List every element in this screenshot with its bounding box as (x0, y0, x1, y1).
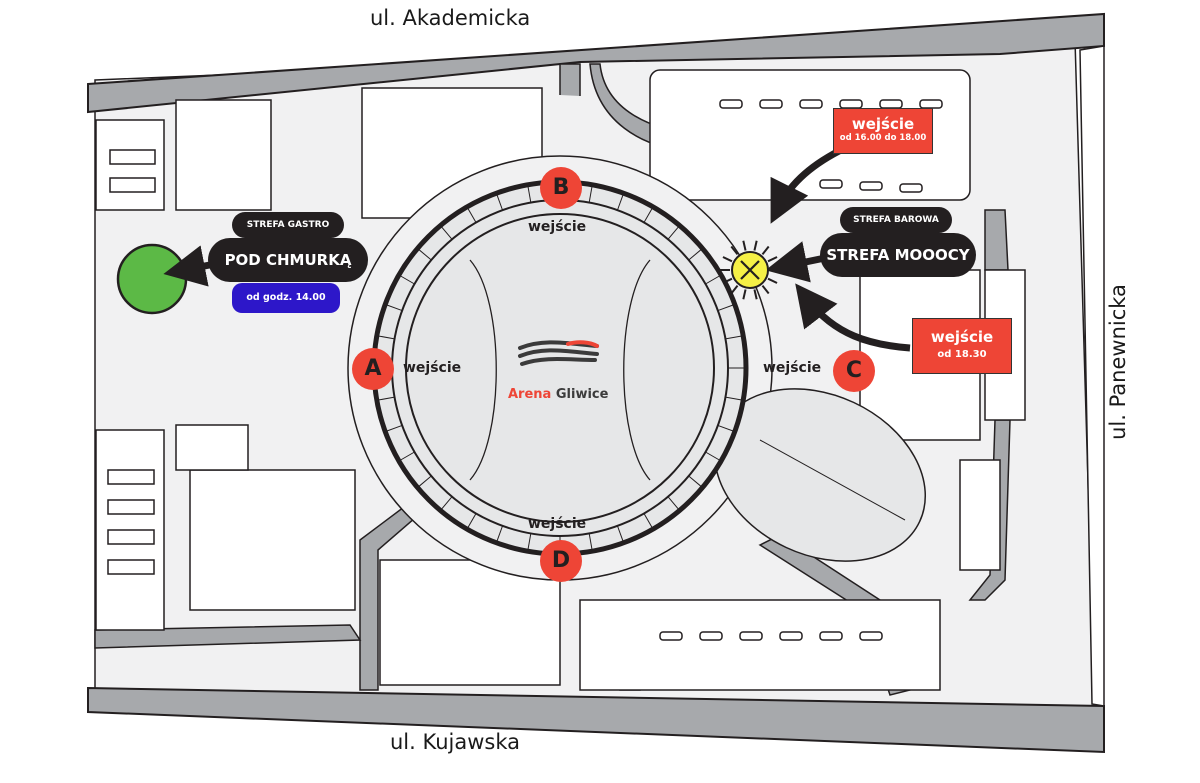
arena-segment-tick (398, 274, 415, 285)
burst-ray (753, 289, 758, 300)
arena-segment-tick (588, 184, 593, 203)
arena-segment-tick (616, 193, 625, 211)
burst-ray (767, 256, 778, 263)
arena-segment-tick (440, 496, 453, 511)
gastro-hours-pill: od godz. 14.00 (232, 283, 340, 313)
arena-segment-tick (717, 303, 735, 312)
gate-d-badge[interactable]: D (540, 540, 582, 582)
gastro-green-circle-marker-icon[interactable] (116, 243, 188, 315)
burst-ray (742, 289, 747, 300)
arena-segment-tick (466, 513, 477, 530)
arena-segment-tick (385, 303, 403, 312)
burst-ray (753, 240, 758, 251)
arena-segment-tick (643, 513, 654, 530)
path-top-left (559, 63, 581, 96)
arena-segment-tick (385, 424, 403, 433)
arena-segment-tick (725, 335, 744, 340)
arena-segment-tick (417, 475, 432, 488)
road-akademicka (87, 12, 1105, 114)
entrance-top-hours: od 16.00 do 18.00 (839, 133, 927, 143)
arena-segment-tick (616, 525, 625, 543)
arena-segment-tick (705, 451, 722, 462)
road-right (1079, 45, 1105, 707)
bar-category-pill: STREFA BAROWA (840, 207, 952, 233)
path-east-vertical (984, 209, 1009, 271)
arena-segment-tick (417, 248, 432, 261)
arena-segment-tick (527, 533, 532, 552)
burst-ray (730, 245, 739, 255)
arrow-entrance-right (795, 283, 911, 352)
arena-segment-tick (667, 225, 680, 240)
building-south (379, 559, 561, 686)
arena-segment-tick (688, 475, 703, 488)
street-south-label: ul. Kujawska (390, 730, 521, 754)
entrance-top-title: wejście (851, 115, 915, 133)
bar-name-pill[interactable]: STREFA MOOOCY (820, 233, 976, 277)
burst-ray (730, 285, 739, 295)
gate-c-badge[interactable]: C (833, 350, 875, 392)
burst-ray (767, 277, 778, 284)
building-southeast (579, 599, 941, 691)
bar-yellow-x-burst-marker-icon[interactable] (720, 240, 780, 300)
entrance-right-hours: od 18.30 (937, 349, 987, 360)
building-nw (95, 119, 165, 211)
parking-marks (659, 99, 943, 641)
arena-segment-tick (688, 248, 703, 261)
building-southwest (189, 469, 356, 611)
entrance-top-box: wejście od 16.00 do 18.00 (833, 108, 933, 154)
arena-segment-tick (717, 424, 735, 433)
arena-segment-tick (376, 396, 395, 401)
gate-a-label: wejście (403, 360, 462, 376)
gate-c-label: wejście (763, 360, 822, 376)
gate-b-label: wejście (528, 219, 587, 235)
gate-d-label: wejście (528, 516, 587, 532)
arrow-bar (765, 241, 826, 283)
arena-segment-tick (376, 335, 395, 340)
burst-ray (722, 277, 733, 284)
burst-ray (742, 240, 747, 251)
arena-segment-tick (527, 184, 532, 203)
burst-ray (761, 285, 770, 295)
arena-segment-tick (725, 396, 744, 401)
burst-ray (761, 245, 770, 255)
buildings (95, 69, 1026, 691)
arena-segment-tick (588, 533, 593, 552)
arena-segment-tick (643, 206, 654, 223)
arena-segment-tick (667, 496, 680, 511)
gate-a-badge[interactable]: A (352, 348, 394, 390)
arena-name-part1: Arena (508, 387, 552, 402)
arena-segment-tick (398, 451, 415, 462)
arena-segment-tick (495, 193, 504, 211)
entrance-right-title: wejście (930, 328, 994, 346)
street-north-label: ul. Akademicka (370, 6, 531, 30)
gate-b-badge[interactable]: B (540, 167, 582, 209)
arena-inner-ring (405, 213, 715, 523)
gastro-name-pill[interactable]: POD CHMURKĄ (208, 238, 368, 282)
burst-ray (722, 256, 733, 263)
street-east-label: ul. Panewnicka (1105, 284, 1130, 440)
arena-segments (374, 182, 746, 554)
road-kujawska (87, 686, 1105, 754)
entrance-right-box: wejście od 18.30 (912, 318, 1012, 374)
gastro-category-pill: STREFA GASTRO (232, 212, 344, 238)
arena-name: Arena Gliwice (508, 387, 608, 402)
arena-segment-tick (705, 274, 722, 285)
arena-name-part2: Gliwice (555, 387, 609, 402)
arena-segment-tick (440, 225, 453, 240)
arena-wave-logo-icon (518, 340, 599, 366)
arena-segment-tick (466, 206, 477, 223)
building-north-west (175, 99, 272, 211)
arena-segment-tick (495, 525, 504, 543)
